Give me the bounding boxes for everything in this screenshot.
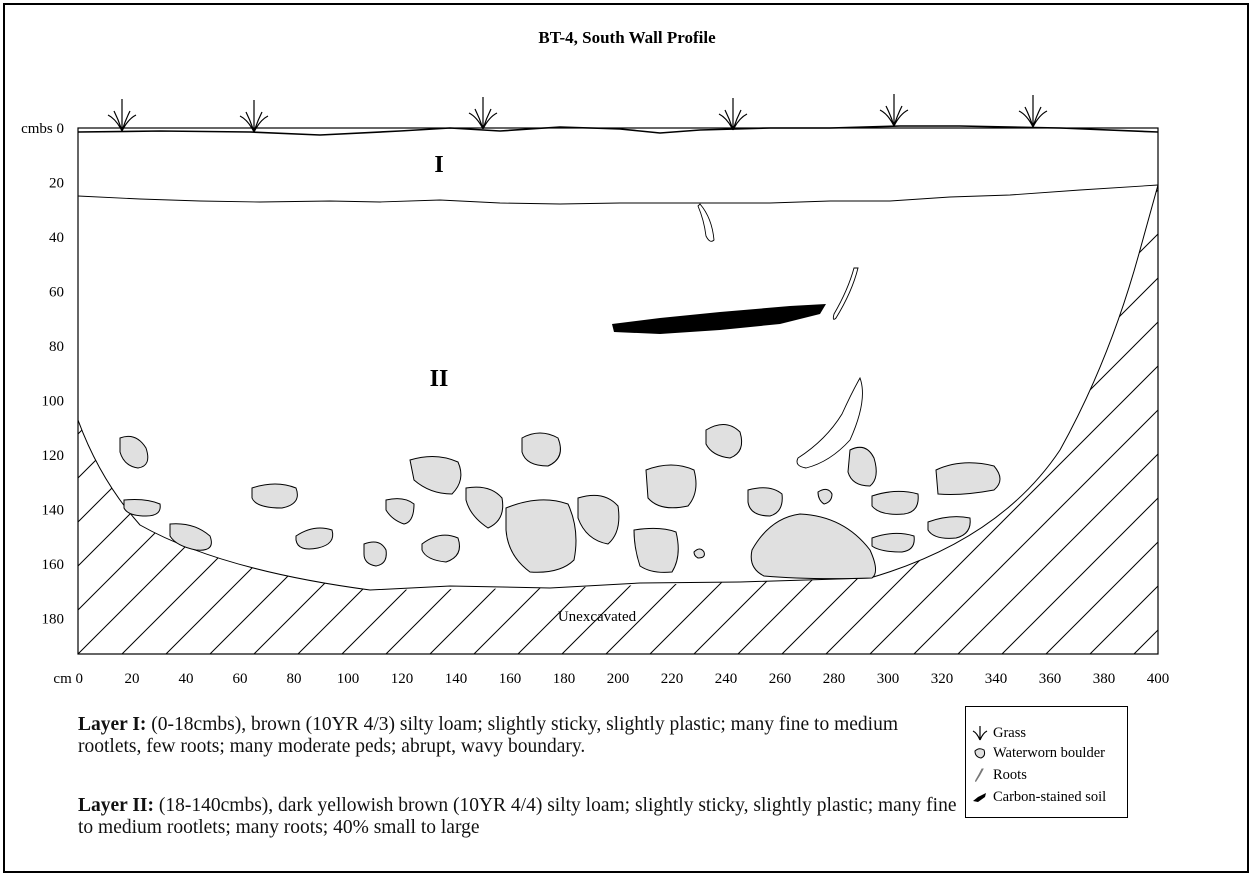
boulder xyxy=(645,464,697,509)
root-icon xyxy=(975,768,984,782)
legend-item-boulder: Waterworn boulder xyxy=(972,743,1105,763)
layer1-text: (0-18cmbs), brown (10YR 4/3) silty loam;… xyxy=(78,714,899,757)
x-tick-label: cm 0 xyxy=(53,671,83,687)
y-tick-label: 140 xyxy=(42,503,65,519)
layer1-label: Layer I: xyxy=(78,714,147,735)
boulder xyxy=(295,527,334,550)
boulder xyxy=(577,494,620,545)
boulder xyxy=(465,486,504,529)
x-axis: cm 0 20 40 60 80 100 120 140 160 180 200 220 240 260 2… xyxy=(53,671,1169,687)
y-tick-label: 60 xyxy=(49,285,64,301)
y-tick-label: 160 xyxy=(42,557,65,573)
boulder xyxy=(693,548,705,559)
x-tick-label: 40 xyxy=(179,671,194,687)
boulder xyxy=(871,490,919,515)
layer2-label: Layer II: xyxy=(78,795,155,816)
boulder xyxy=(927,516,971,539)
x-tick-label: 80 xyxy=(287,671,302,687)
x-tick-label: 360 xyxy=(1039,671,1062,687)
layer-label-1: I xyxy=(434,152,443,178)
boulder xyxy=(421,534,460,563)
unexcavated-label: Unexcavated xyxy=(558,609,637,625)
boulder xyxy=(385,498,415,525)
root-2 xyxy=(832,267,859,320)
x-tick-label: 20 xyxy=(125,671,140,687)
unexcavated-area xyxy=(78,184,1158,654)
root-3 xyxy=(796,376,863,469)
root-1 xyxy=(697,203,715,242)
boulder xyxy=(123,499,161,517)
x-tick-label: 260 xyxy=(769,671,792,687)
layer2-description: Layer II: (18-140cmbs), dark yellowish b… xyxy=(78,795,958,839)
boulder xyxy=(505,499,577,573)
x-tick-label: 120 xyxy=(391,671,414,687)
layer-boundary xyxy=(77,184,1159,205)
carbon-stained-soil xyxy=(612,304,826,334)
y-tick-label: 120 xyxy=(42,448,65,464)
legend-label: Waterworn boulder xyxy=(993,744,1105,761)
legend-item-grass: Grass xyxy=(972,723,1026,743)
x-tick-label: 320 xyxy=(931,671,954,687)
x-tick-label: 300 xyxy=(877,671,900,687)
boulder xyxy=(871,532,915,553)
legend-item-roots: Roots xyxy=(972,765,1027,785)
x-tick-label: 60 xyxy=(233,671,248,687)
grass-icon xyxy=(879,94,909,127)
boulder xyxy=(747,487,783,517)
x-tick-label: 280 xyxy=(823,671,846,687)
boulder xyxy=(705,424,743,459)
boulder xyxy=(409,456,462,495)
x-tick-label: 200 xyxy=(607,671,630,687)
y-tick-label: 180 xyxy=(42,612,65,628)
boulder xyxy=(521,432,561,467)
x-tick-label: 140 xyxy=(445,671,468,687)
y-tick-label: 20 xyxy=(49,176,64,192)
grass-icon xyxy=(718,98,748,131)
ground-surface xyxy=(77,125,1159,136)
grass-icon xyxy=(468,97,498,130)
x-tick-label: 220 xyxy=(661,671,684,687)
plot-frame xyxy=(77,127,1159,655)
waterworn-boulders xyxy=(119,424,1001,580)
y-axis: cmbs 0 20 40 60 80 100 120 140 160 180 xyxy=(21,121,64,628)
x-tick-label: 340 xyxy=(985,671,1008,687)
layer1-description: Layer I: (0-18cmbs), brown (10YR 4/3) si… xyxy=(78,714,958,758)
y-tick-label: 100 xyxy=(42,394,65,410)
x-tick-label: 160 xyxy=(499,671,522,687)
boulder xyxy=(169,523,212,551)
grass-symbols xyxy=(107,94,1048,133)
figure-title: BT-4, South Wall Profile xyxy=(538,28,716,47)
y-tick-label: 40 xyxy=(49,230,64,246)
boulder xyxy=(251,483,298,509)
layer2-text: (18-140cmbs), dark yellowish brown (10YR… xyxy=(78,795,957,838)
boulder xyxy=(363,541,387,567)
boulder xyxy=(935,462,1001,495)
legend-label: Roots xyxy=(993,766,1027,783)
legend-label: Grass xyxy=(993,724,1027,741)
legend: Grass Waterworn boulder Roots Carbon-sta… xyxy=(965,706,1128,818)
boulder xyxy=(633,527,679,573)
x-tick-label: 400 xyxy=(1147,671,1170,687)
boulder xyxy=(750,513,876,580)
boulder-icon xyxy=(974,748,986,759)
x-tick-label: 240 xyxy=(715,671,738,687)
grass-icon xyxy=(972,726,988,741)
x-tick-label: 180 xyxy=(553,671,576,687)
boulder xyxy=(119,435,149,469)
x-tick-label: 380 xyxy=(1093,671,1116,687)
y-tick-label: 80 xyxy=(49,339,64,355)
x-tick-label: 100 xyxy=(337,671,360,687)
legend-item-carbon: Carbon-stained soil xyxy=(972,787,1106,807)
layer-label-2: II xyxy=(430,366,449,392)
boulder xyxy=(817,488,833,505)
carbon-stain-icon xyxy=(973,793,986,802)
y-tick-label: cmbs 0 xyxy=(21,121,64,137)
grass-icon xyxy=(1018,95,1048,128)
grass-icon xyxy=(107,99,137,132)
boulder xyxy=(847,446,877,487)
legend-label: Carbon-stained soil xyxy=(993,788,1107,805)
grass-icon xyxy=(239,100,269,133)
roots xyxy=(697,203,863,469)
